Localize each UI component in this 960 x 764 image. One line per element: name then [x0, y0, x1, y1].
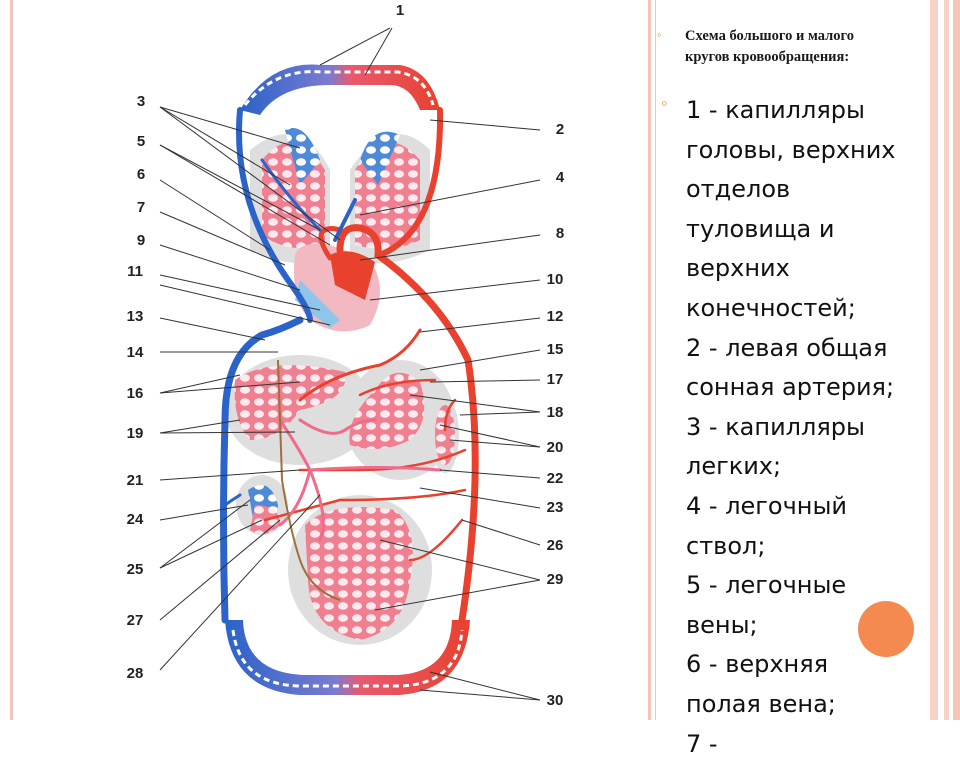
legend-line: конечностей; — [686, 289, 948, 329]
orange-circle-decoration — [858, 601, 914, 657]
head-capillaries — [240, 65, 440, 115]
legend-line: головы, верхних — [686, 131, 948, 171]
legend-line: отделов — [686, 170, 948, 210]
label-18: 18 — [538, 405, 572, 421]
legend-line: легких; — [686, 447, 948, 487]
label-25: 25 — [118, 562, 152, 578]
label-9: 9 — [124, 233, 158, 249]
legend-text: 1 - капилляры головы, верхних отделов ту… — [686, 91, 948, 764]
label-1: 1 — [383, 3, 417, 19]
label-7: 7 — [124, 200, 158, 216]
label-3: 3 — [124, 94, 158, 110]
label-26: 26 — [538, 538, 572, 554]
legend-line: 1 - капилляры — [686, 91, 948, 131]
label-20: 20 — [538, 440, 572, 456]
label-19: 19 — [118, 426, 152, 442]
label-4: 4 — [543, 170, 577, 186]
label-22: 22 — [538, 471, 572, 487]
label-24: 24 — [118, 512, 152, 528]
legend-line: 4 - легочный — [686, 487, 948, 527]
legend-line: 7 - — [686, 725, 948, 764]
diagram-panel: 1 2 3 4 5 6 7 8 9 10 11 12 13 14 15 16 1… — [0, 0, 650, 720]
label-11: 11 — [118, 264, 152, 280]
label-10: 10 — [538, 272, 572, 288]
title-line-1: Схема большого и малого — [685, 26, 947, 47]
legend-line: 3 - капилляры — [686, 408, 948, 448]
legend-line: полая вена; — [686, 685, 948, 725]
legend-line: 5 - легочные — [686, 566, 948, 606]
legend-line: туловища и — [686, 210, 948, 250]
slide-title: Схема большого и малого кругов кровообра… — [685, 26, 947, 68]
label-29: 29 — [538, 572, 572, 588]
legend-line: 6 - верхняя — [686, 645, 948, 685]
label-5: 5 — [124, 134, 158, 150]
label-16: 16 — [118, 386, 152, 402]
legend-line: 2 - левая общая — [686, 329, 948, 369]
text-panel: ◦ Схема большого и малого кругов кровооб… — [655, 0, 960, 720]
divider-stripe-1 — [648, 0, 651, 720]
label-13: 13 — [118, 309, 152, 325]
legend-line: верхних — [686, 249, 948, 289]
label-27: 27 — [118, 613, 152, 629]
legend-line: ствол; — [686, 527, 948, 567]
title-line-2: кругов кровообращения: — [685, 47, 947, 68]
label-8: 8 — [543, 226, 577, 242]
label-23: 23 — [538, 500, 572, 516]
left-border-stripe — [10, 0, 13, 720]
title-bullet-icon: ◦ — [657, 27, 662, 43]
label-2: 2 — [543, 122, 577, 138]
label-15: 15 — [538, 342, 572, 358]
body-bullet-icon: ◦ — [661, 93, 667, 114]
circulation-diagram — [0, 0, 650, 720]
label-28: 28 — [118, 666, 152, 682]
label-14: 14 — [118, 345, 152, 361]
label-30: 30 — [538, 693, 572, 709]
legend-line: сонная артерия; — [686, 368, 948, 408]
label-17: 17 — [538, 372, 572, 388]
label-21: 21 — [118, 473, 152, 489]
label-12: 12 — [538, 309, 572, 325]
label-6: 6 — [124, 167, 158, 183]
